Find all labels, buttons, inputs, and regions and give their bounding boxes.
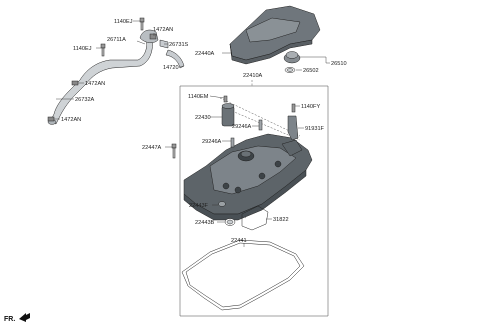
label-1140EM: 1140EM — [188, 94, 209, 100]
leader-1140EM — [209, 95, 225, 99]
leader-26510 — [300, 56, 330, 64]
front-direction-label: FR. — [4, 316, 15, 323]
label-26732A: 26732A — [75, 97, 95, 103]
leader-26711A — [136, 40, 146, 45]
cover-gasket-22441-inner — [185, 242, 301, 308]
label-31822: 31822 — [273, 217, 289, 223]
front-arrow-icon — [19, 313, 30, 322]
stud-29246A-a — [258, 119, 263, 131]
label-1140EJ-left: 1140EJ — [73, 46, 92, 52]
label-26731S: 26731S — [169, 42, 189, 48]
label-1472AN-mid: 1472AN — [85, 81, 105, 87]
label-29246A-a: 29246A — [232, 124, 252, 130]
stud-29246A-b — [230, 137, 235, 148]
label-22440A: 22440A — [195, 51, 215, 57]
label-29246A-b: 29246A — [202, 139, 222, 145]
label-1472AN-bot: 1472AN — [61, 117, 81, 123]
clamp-1472AN-bot — [47, 116, 55, 122]
label-91931F: 91931F — [305, 126, 325, 132]
label-22443B: 22443B — [195, 220, 215, 226]
bolt-1140FY — [291, 103, 296, 113]
cylinder-head-cover — [183, 133, 313, 221]
label-1140EJ-top: 1140EJ — [114, 19, 133, 25]
leader-14720 — [179, 65, 185, 68]
label-22410A: 22410A — [243, 73, 263, 79]
dashed-guide-2 — [231, 110, 301, 141]
breather-hose — [47, 29, 159, 125]
label-26510: 26510 — [331, 61, 347, 67]
clamp-1472AN-top — [149, 33, 157, 40]
label-1140FY: 1140FY — [301, 104, 320, 110]
label-22447A: 22447A — [142, 145, 162, 151]
cover-gasket-22441 — [181, 239, 305, 311]
pcv-valve-22430 — [221, 95, 235, 127]
bolt-22447A — [171, 143, 177, 159]
label-14720: 14720 — [163, 65, 179, 71]
label-26711A: 26711A — [107, 37, 126, 43]
hose-14720 — [165, 49, 185, 69]
washer-22443F — [218, 201, 226, 207]
assembly-frame — [179, 85, 329, 317]
label-22430: 22430 — [195, 115, 211, 121]
gasket-31822 — [241, 205, 269, 231]
oil-filler-cap — [283, 51, 301, 73]
label-22441: 22441 — [231, 238, 247, 244]
clamp-1472AN-mid — [71, 80, 79, 86]
bolt-1140EJ-top — [139, 17, 145, 31]
engine-cover-22440A — [229, 5, 321, 65]
bracket-91931F — [287, 115, 299, 141]
seal-22443B-inner — [226, 219, 234, 225]
bolt-1140EJ-left — [100, 43, 106, 57]
label-22443F: 22443F — [189, 203, 209, 209]
label-1472AN-top: 1472AN — [153, 27, 173, 33]
label-26502: 26502 — [303, 68, 319, 74]
